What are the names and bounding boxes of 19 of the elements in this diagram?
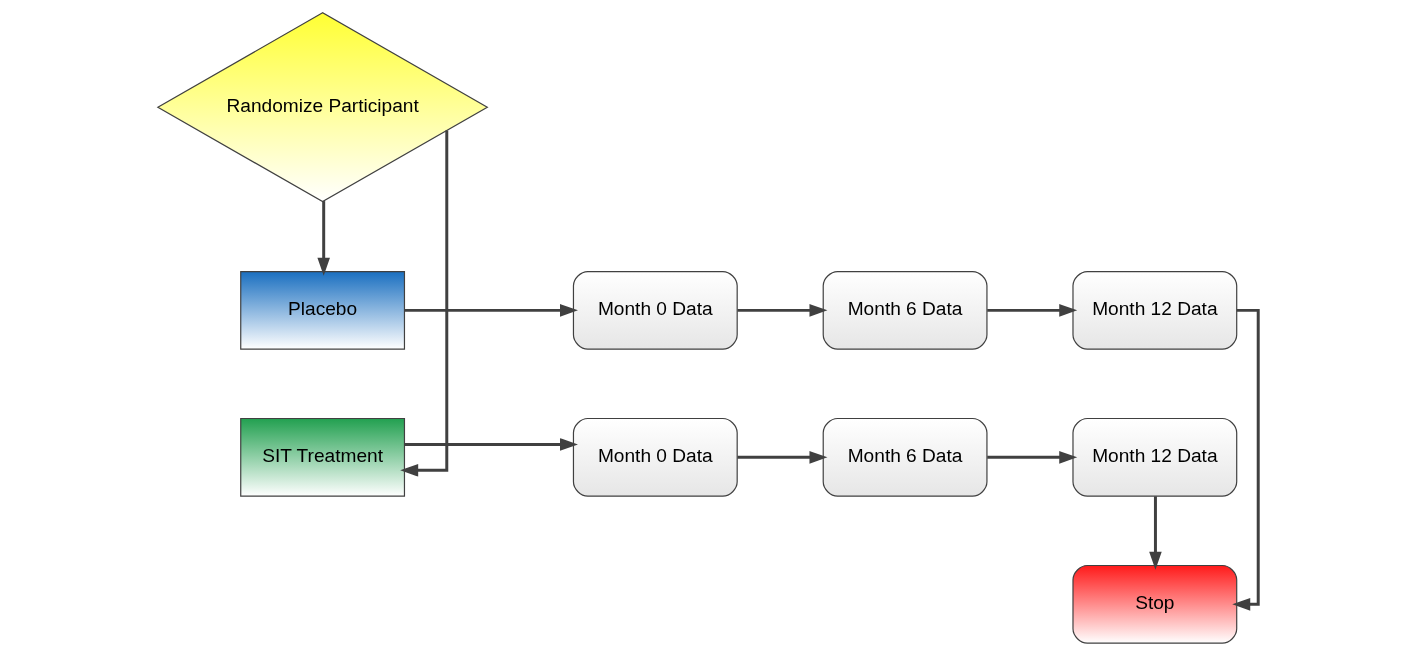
node-diamond: Randomize Participant	[156, 12, 489, 203]
arrow	[1149, 496, 1162, 570]
arrow	[404, 438, 578, 451]
arrow	[404, 304, 578, 317]
node-box: Month 12 Data	[1072, 270, 1238, 350]
arrow	[737, 451, 828, 464]
node-box: Month 12 Data	[1072, 417, 1238, 497]
node-box: Stop	[1072, 564, 1238, 644]
node-box: Month 6 Data	[822, 270, 988, 350]
arrow	[317, 201, 330, 276]
arrow	[400, 130, 449, 477]
arrow	[987, 451, 1078, 464]
node-box: Month 0 Data	[572, 270, 738, 350]
node-box: Month 6 Data	[822, 417, 988, 497]
node-box: Month 0 Data	[572, 417, 738, 497]
node-box: Placebo	[240, 270, 406, 350]
arrow	[737, 304, 828, 317]
arrow	[987, 304, 1078, 317]
node-box: SIT Treatment	[240, 417, 406, 497]
